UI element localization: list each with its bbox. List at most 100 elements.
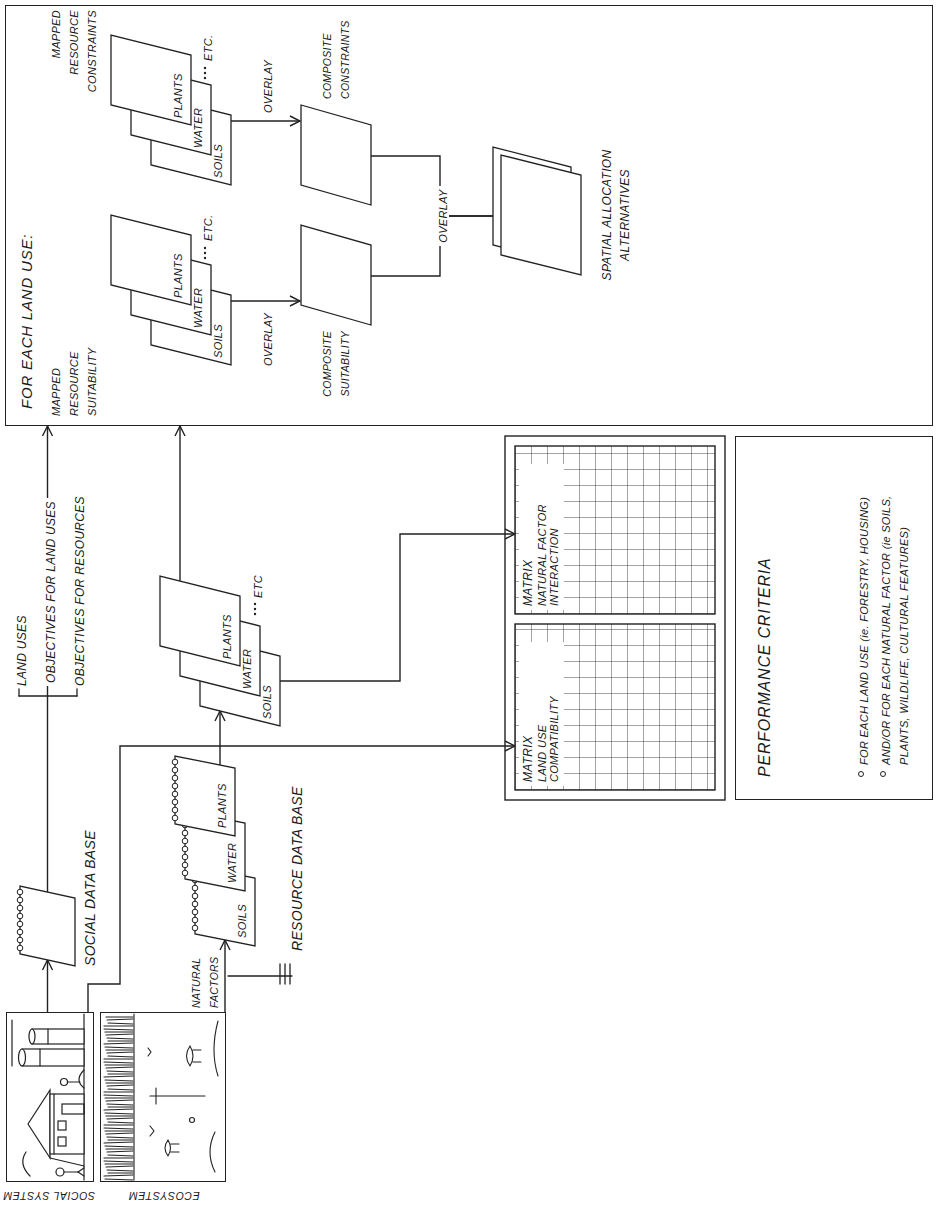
outline <box>160 576 240 666</box>
allocation-map: SPATIAL ALLOCATION ALTERNATIVES <box>501 155 581 275</box>
shape <box>301 105 371 205</box>
label-text: ETC. <box>202 215 214 241</box>
label-text: SOCIAL DATA BASE <box>82 830 98 966</box>
outline <box>20 886 75 966</box>
bullet <box>858 771 864 777</box>
outline <box>301 105 371 205</box>
suitability-map: PLANTS <box>111 215 191 305</box>
connector <box>230 120 300 121</box>
free-label: OBJECTIVES FOR RESOURCES <box>70 496 88 686</box>
label-text: SOILS <box>212 324 224 358</box>
free-label: ETC. <box>198 35 216 61</box>
connector <box>219 711 220 765</box>
criteria-text: FOR EACH LAND USE (ie. FORESTRY, HOUSING… <box>854 449 872 765</box>
shape <box>301 225 371 325</box>
map-label: PLANTS <box>217 614 235 659</box>
free-label: MAPPED RESOURCE SUITABILITY <box>46 316 100 416</box>
label-text: ETC. <box>202 35 214 61</box>
label-text: LAND USE COMPATIBILITY <box>536 646 561 782</box>
label-text: FOR EACH LAND USE (ie. FORESTRY, HOUSING… <box>858 497 870 765</box>
matrix-grid: MATRIXNATURAL FACTOR INTERACTION <box>515 446 715 614</box>
free-label: OVERLAY <box>433 176 451 256</box>
label-text: WATER <box>226 843 238 883</box>
grid <box>515 624 715 790</box>
label-text: MAPPED RESOURCE SUITABILITY <box>50 348 98 417</box>
composite-map: COMPOSITE CONSTRAINTS <box>301 105 371 205</box>
label-text: NATURAL FACTOR INTERACTION <box>536 468 561 606</box>
matrix-frame <box>505 436 725 800</box>
free-label: LAND USES <box>12 615 30 686</box>
map-label: COMPOSITE SUITABILITY <box>317 331 353 415</box>
free-label: RESOURCE DATA BASE <box>288 786 306 951</box>
data-book: PLANTS <box>175 756 235 836</box>
label-text: MATRIX <box>522 646 536 782</box>
label-text: AND/OR FOR EACH NATURAL FACTOR (ie SOILS… <box>880 496 910 765</box>
resource-map: PLANTS <box>160 576 240 666</box>
constraint-map: PLANTS <box>111 35 191 125</box>
land-use-panel: FOR EACH LAND USE: SOILS WATER PLANTS SOILS W… <box>5 5 933 426</box>
free-label: OBJECTIVES FOR LAND USES <box>41 498 59 686</box>
label-text: PLANTS <box>221 614 233 659</box>
map-label: PLANTS <box>168 253 186 298</box>
free-label: MAPPED RESOURCE CONSTRAINTS <box>46 10 100 108</box>
label-text: SOILS <box>212 144 224 178</box>
book-label: PLANTS <box>212 783 230 828</box>
grid <box>515 446 715 614</box>
system-label: ECOSYSTEM <box>101 1188 227 1206</box>
shape <box>501 155 581 275</box>
free-label: NATURAL FACTORS <box>186 948 222 1008</box>
label-text: OVERLAY <box>437 186 449 245</box>
label-text: PLANTS <box>172 73 184 118</box>
label-text: OBJECTIVES FOR LAND USES <box>44 498 58 686</box>
label-text: SOCIAL SYSTEM <box>3 1190 95 1202</box>
book-label: SOCIAL DATA BASE <box>81 830 99 966</box>
label-text: LAND USES <box>15 615 29 686</box>
free-label: OVERLAY <box>258 60 276 113</box>
label-text: SPATIAL ALLOCATION ALTERNATIVES <box>600 150 632 281</box>
shape <box>20 886 75 966</box>
connector <box>370 156 500 216</box>
label-text: WATER <box>241 649 253 689</box>
label-text: PLANTS <box>216 783 228 828</box>
map-label: SPATIAL ALLOCATION ALTERNATIVES <box>597 140 633 290</box>
label-text: COMPOSITE CONSTRAINTS <box>321 20 351 99</box>
data-book: SOCIAL DATA BASE <box>20 886 75 966</box>
book-label: WATER <box>222 843 240 883</box>
composite-map: COMPOSITE SUITABILITY <box>301 225 371 325</box>
connector <box>280 534 515 681</box>
connector <box>88 746 515 1012</box>
label-text: SOILS <box>261 685 273 719</box>
criteria-text: AND/OR FOR EACH NATURAL FACTOR (ie SOILS… <box>876 449 912 765</box>
bracket-lines <box>19 689 292 984</box>
label-text: WATER <box>192 288 204 328</box>
box-title: PERFORMANCE CRITERIA <box>756 557 774 777</box>
system-picture: ECOSYSTEM <box>100 1012 226 1182</box>
label-text: NATURAL FACTORS <box>190 957 220 1008</box>
label-text: ECOSYSTEM <box>128 1190 199 1202</box>
outline <box>111 215 191 305</box>
outline <box>301 225 371 325</box>
outline <box>175 756 235 836</box>
label-text: MATRIX <box>522 468 536 606</box>
matrix-header: MATRIXNATURAL FACTOR INTERACTION <box>519 464 564 610</box>
label-text: PERFORMANCE CRITERIA <box>756 557 773 777</box>
free-label: OVERLAY <box>258 313 276 366</box>
label-text: OVERLAY <box>262 60 274 113</box>
label-text: WATER <box>192 108 204 148</box>
matrix-header: MATRIXLAND USE COMPATIBILITY <box>519 642 564 786</box>
free-label: ETC <box>248 575 266 598</box>
connector <box>179 426 180 581</box>
connector <box>370 216 500 276</box>
free-label: ETC. <box>198 215 216 241</box>
label-text: FOR EACH LAND USE: <box>18 234 35 409</box>
label-text: RESOURCE DATA BASE <box>289 786 305 951</box>
social-sketch <box>12 1014 84 1180</box>
label-text: OVERLAY <box>262 313 274 366</box>
outline <box>501 155 581 275</box>
label-text: MAPPED RESOURCE CONSTRAINTS <box>50 10 98 92</box>
system-picture: SOCIAL SYSTEM <box>6 1012 94 1182</box>
label-text: OBJECTIVES FOR RESOURCES <box>73 496 87 686</box>
system-label: SOCIAL SYSTEM <box>7 1188 95 1206</box>
